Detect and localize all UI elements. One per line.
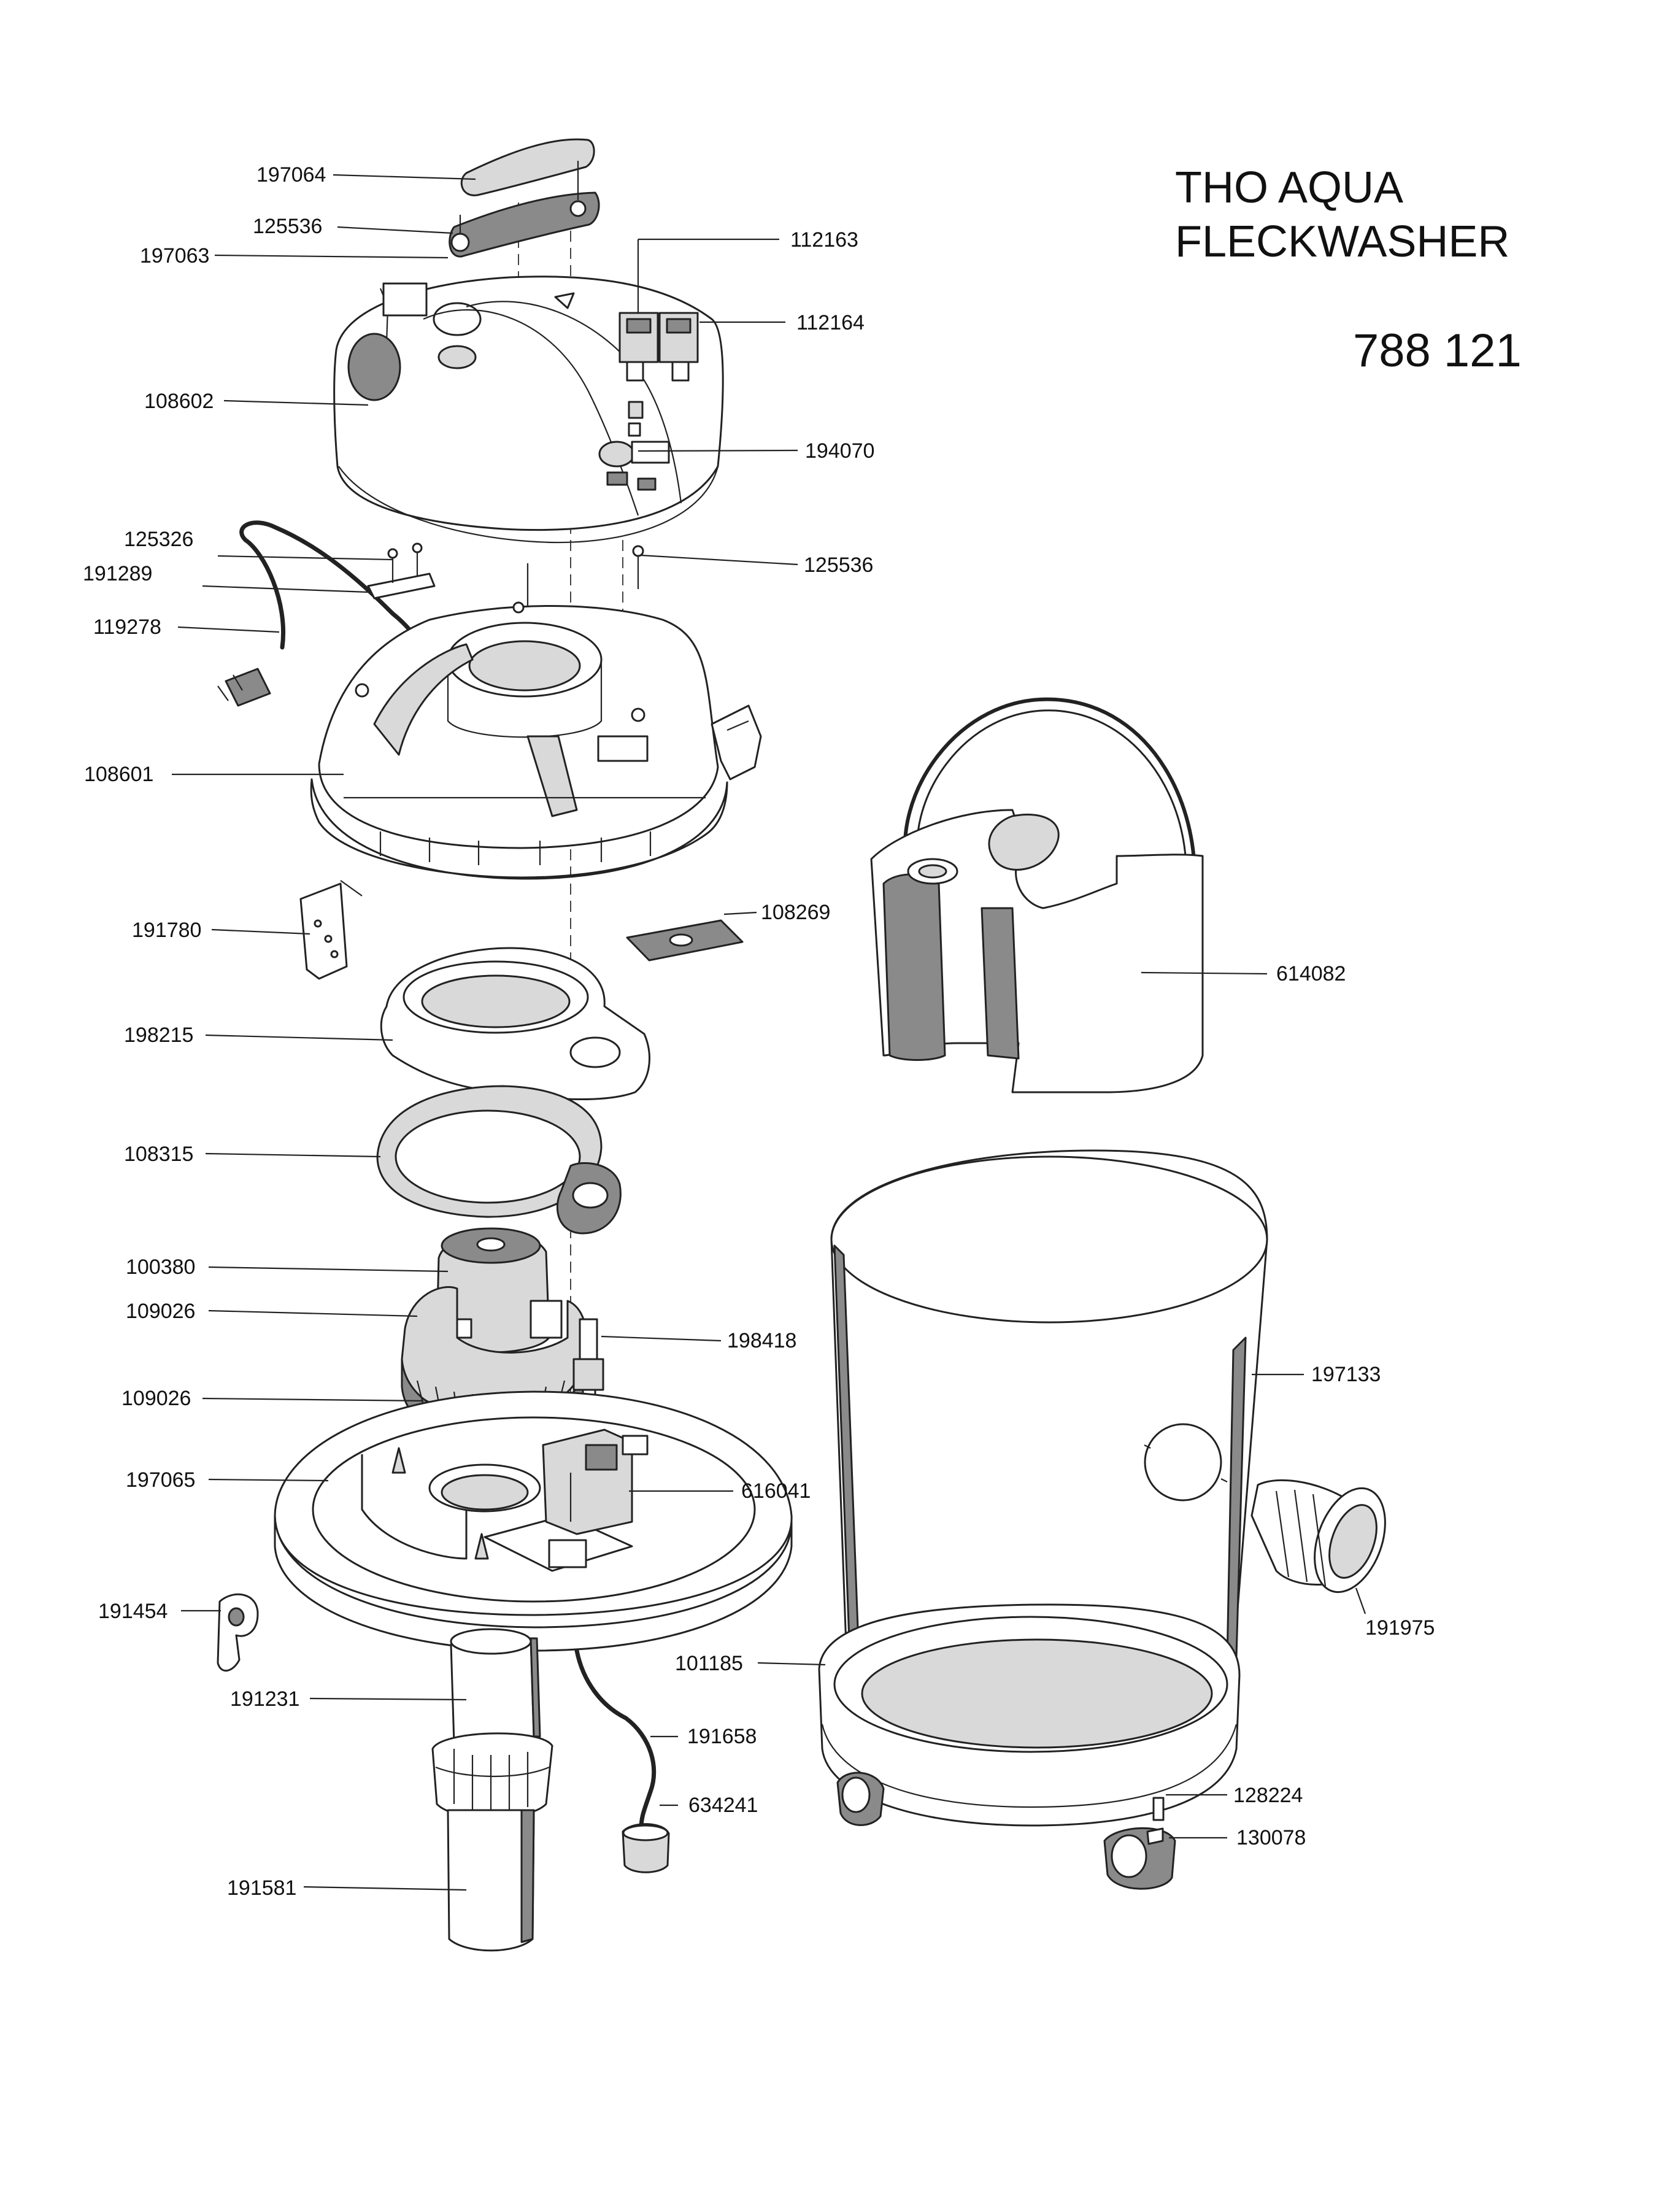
sensor-lead: [574, 1648, 670, 1873]
part-label-130078: 130078: [1236, 1826, 1306, 1849]
trolley-base: [818, 1603, 1241, 1827]
seal-ring: [380, 947, 650, 1101]
part-label-191658: 191658: [687, 1725, 757, 1748]
part-labels: 197064 125536 197063 112163 112164 10860…: [83, 163, 1435, 1900]
part-label-108269: 108269: [761, 901, 830, 924]
part-label-128224: 128224: [1233, 1784, 1303, 1807]
part-label-112163: 112163: [790, 228, 858, 252]
leader-lines: [172, 174, 1366, 1891]
part-label-101185: 101185: [675, 1652, 743, 1675]
part-label-191780: 191780: [132, 919, 201, 942]
filter-plate: [626, 919, 744, 962]
part-label-197133: 197133: [1311, 1363, 1381, 1386]
screws: [387, 422, 644, 614]
model-number: 788 121: [1353, 325, 1522, 377]
bracket: [299, 880, 363, 980]
rocker-switches: [618, 239, 699, 419]
tank: [830, 1149, 1268, 1719]
part-label-614082: 614082: [1276, 962, 1346, 985]
latch-clip: [217, 1593, 259, 1671]
part-label-125536-mid: 125536: [804, 553, 873, 577]
castor-wheels: [836, 1771, 1176, 1890]
hose-connector: [431, 1628, 553, 1819]
part-label-197063: 197063: [140, 244, 209, 268]
part-label-191289: 191289: [83, 562, 152, 585]
part-label-616041: 616041: [741, 1479, 811, 1503]
parts-drawing: [217, 138, 1386, 1952]
part-label-109026-b: 109026: [121, 1387, 191, 1410]
part-label-109026-a: 109026: [126, 1300, 195, 1323]
side-latch: [711, 704, 762, 781]
part-label-198418: 198418: [727, 1329, 796, 1352]
part-label-119278: 119278: [93, 615, 161, 639]
part-label-197064: 197064: [256, 163, 326, 187]
hose-tube: [447, 1809, 535, 1952]
motor: [436, 1227, 563, 1354]
part-label-108602: 108602: [144, 390, 214, 413]
title-block: THO AQUA FLECKWASHER 788 121: [1175, 163, 1522, 377]
part-label-125536-top: 125536: [253, 215, 322, 238]
power-cord: [217, 520, 639, 707]
base-plate: [274, 1390, 793, 1652]
part-label-112164: 112164: [796, 311, 865, 334]
part-label-191454: 191454: [98, 1600, 168, 1623]
part-label-100380: 100380: [126, 1255, 195, 1279]
carry-handle: [449, 138, 600, 258]
part-label-634241: 634241: [688, 1794, 758, 1817]
hose-inlet: [1250, 1479, 1386, 1594]
title-line-1: THO AQUA: [1175, 163, 1403, 212]
part-label-125326: 125326: [124, 528, 193, 551]
part-label-191581: 191581: [227, 1876, 296, 1900]
float-switch: [542, 1428, 649, 1535]
part-label-198215: 198215: [124, 1024, 193, 1047]
part-label-197065: 197065: [126, 1468, 195, 1492]
part-label-194070: 194070: [805, 439, 874, 463]
title-line-2: FLECKWASHER: [1175, 217, 1509, 266]
part-label-191975: 191975: [1365, 1616, 1435, 1640]
gasket-seal: [376, 1085, 622, 1235]
dirt-bucket: [870, 697, 1204, 1093]
motor-housing: [310, 605, 728, 880]
part-label-108601: 108601: [84, 763, 153, 786]
part-label-108315: 108315: [124, 1143, 193, 1166]
part-label-191231: 191231: [230, 1687, 299, 1711]
